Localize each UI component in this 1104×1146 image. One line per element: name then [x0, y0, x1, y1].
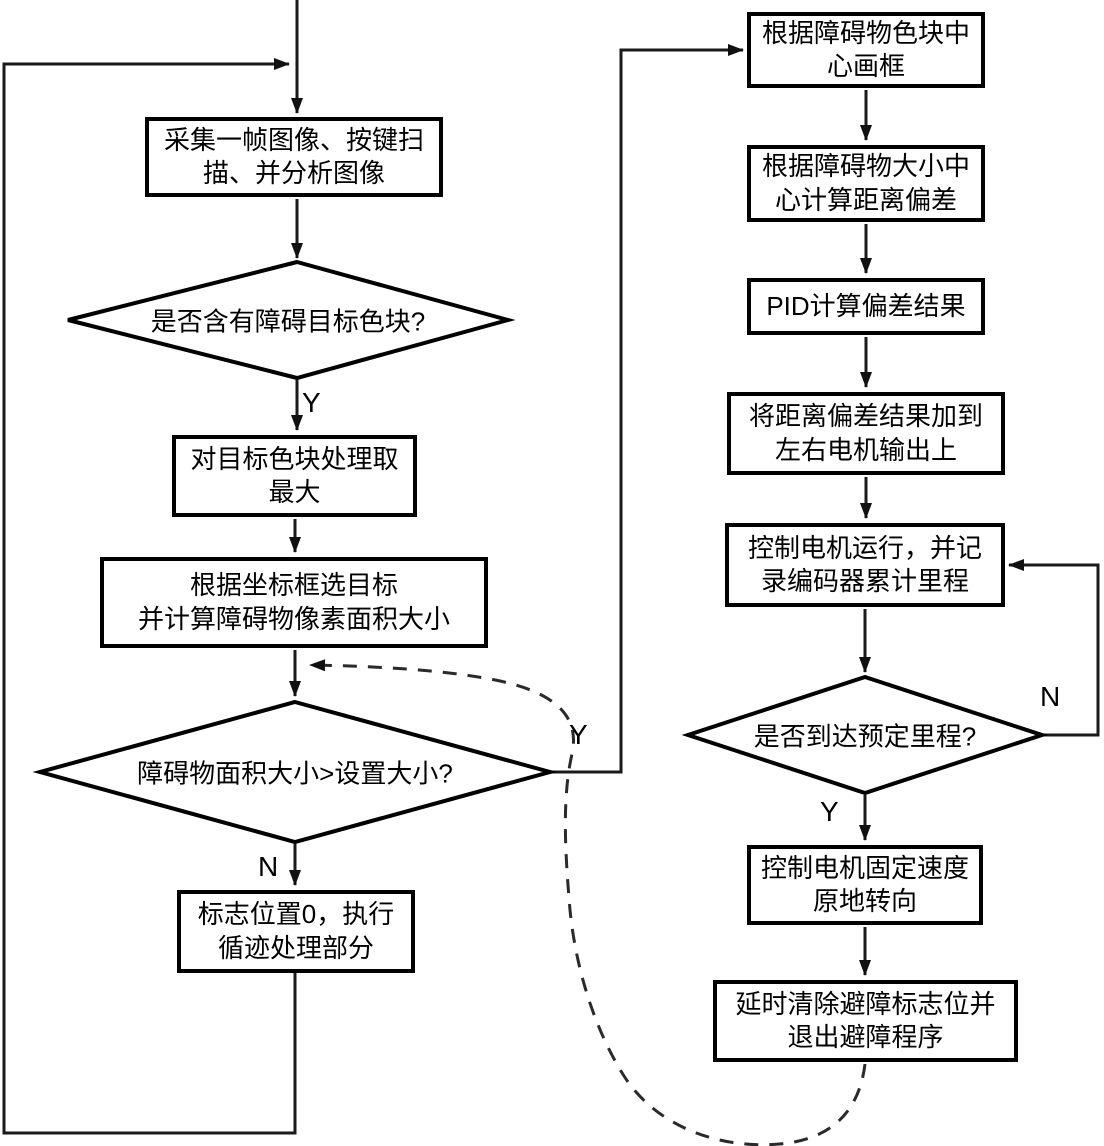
decision-text-mileage-check: 是否到达预定里程? — [753, 721, 977, 752]
node-text-line: 控制电机运行，并记 — [747, 532, 982, 563]
node-text-line: 延时清除避障标志位并 — [735, 988, 996, 1019]
decision-text-area-check: 障碍物面积大小>设置大小? — [137, 758, 453, 789]
branch-label-no-2: N — [258, 851, 279, 882]
branch-label-no-3: N — [1040, 681, 1061, 712]
decision-has-obstacle-block — [67, 259, 516, 381]
branch-label-yes-2: Y — [569, 719, 588, 750]
branch-label-yes-1: Y — [302, 387, 321, 418]
node-text-line: 原地转向 — [812, 886, 917, 916]
dashed-return-curve — [309, 659, 867, 1146]
node-text-line: 根据坐标框选目标 — [189, 570, 398, 601]
node-text-line: 循迹处理部分 — [217, 932, 374, 963]
node-text-line: 录编码器累计里程 — [760, 566, 969, 596]
arrow-areacheck-yes-to-drawframe — [550, 44, 744, 774]
node-text-line: 描、并分析图像 — [202, 158, 385, 188]
node-draw-frame: 根据障碍物色块中 心画框 — [747, 12, 985, 88]
node-text-line: 根据障碍物大小中 — [761, 151, 970, 182]
node-distance-offset: 根据障碍物大小中 心计算距离偏差 — [747, 145, 985, 222]
node-text-line: 将距离偏差结果加到 — [748, 401, 983, 432]
node-text-line: 采集一帧图像、按键扫 — [163, 124, 424, 155]
node-frame-select-target: 根据坐标框选目标 并计算障碍物像素面积大小 — [100, 557, 488, 648]
node-exit-avoidance: 延时清除避障标志位并 退出避障程序 — [713, 980, 1018, 1062]
node-text-line: 左右电机输出上 — [774, 434, 957, 465]
node-text-line: PID计算偏差结果 — [766, 290, 966, 321]
node-text-line: 控制电机固定速度 — [760, 852, 969, 883]
node-text-line: 对目标色块处理取 — [190, 443, 399, 474]
node-text-line: 心计算距离偏差 — [774, 184, 957, 215]
node-text-line: 心画框 — [826, 51, 905, 81]
node-text-line: 根据障碍物色块中 — [761, 17, 970, 48]
decision-reached-mileage — [681, 674, 1049, 796]
arrow-mileagecheck-no-loop — [1008, 559, 1100, 737]
node-motor-run-record: 控制电机运行，并记 录编码器累计里程 — [725, 523, 1005, 607]
node-text-line: 标志位置0，执行 — [197, 899, 395, 930]
node-fixed-speed-turn: 控制电机固定速度 原地转向 — [747, 845, 983, 925]
node-capture-frame: 采集一帧图像、按键扫 描、并分析图像 — [145, 117, 443, 197]
decision-text-has-obstacle-block: 是否含有障碍目标色块? — [150, 306, 426, 337]
branch-label-yes-3: Y — [820, 796, 839, 827]
node-flag-zero: 标志位置0，执行 循迹处理部分 — [177, 890, 415, 973]
node-pid-calc: PID计算偏差结果 — [747, 278, 985, 335]
node-text-line: 最大 — [268, 477, 321, 507]
node-add-to-motor-output: 将距离偏差结果加到 左右电机输出上 — [727, 392, 1005, 475]
node-take-max: 对目标色块处理取 最大 — [172, 435, 417, 517]
decision-area-greater-than-set — [32, 699, 558, 845]
arrow-left-return-loop — [2, 58, 297, 1135]
node-text-line: 并计算障碍物像素面积大小 — [137, 603, 450, 634]
node-text-line: 退出避障程序 — [787, 1022, 944, 1052]
